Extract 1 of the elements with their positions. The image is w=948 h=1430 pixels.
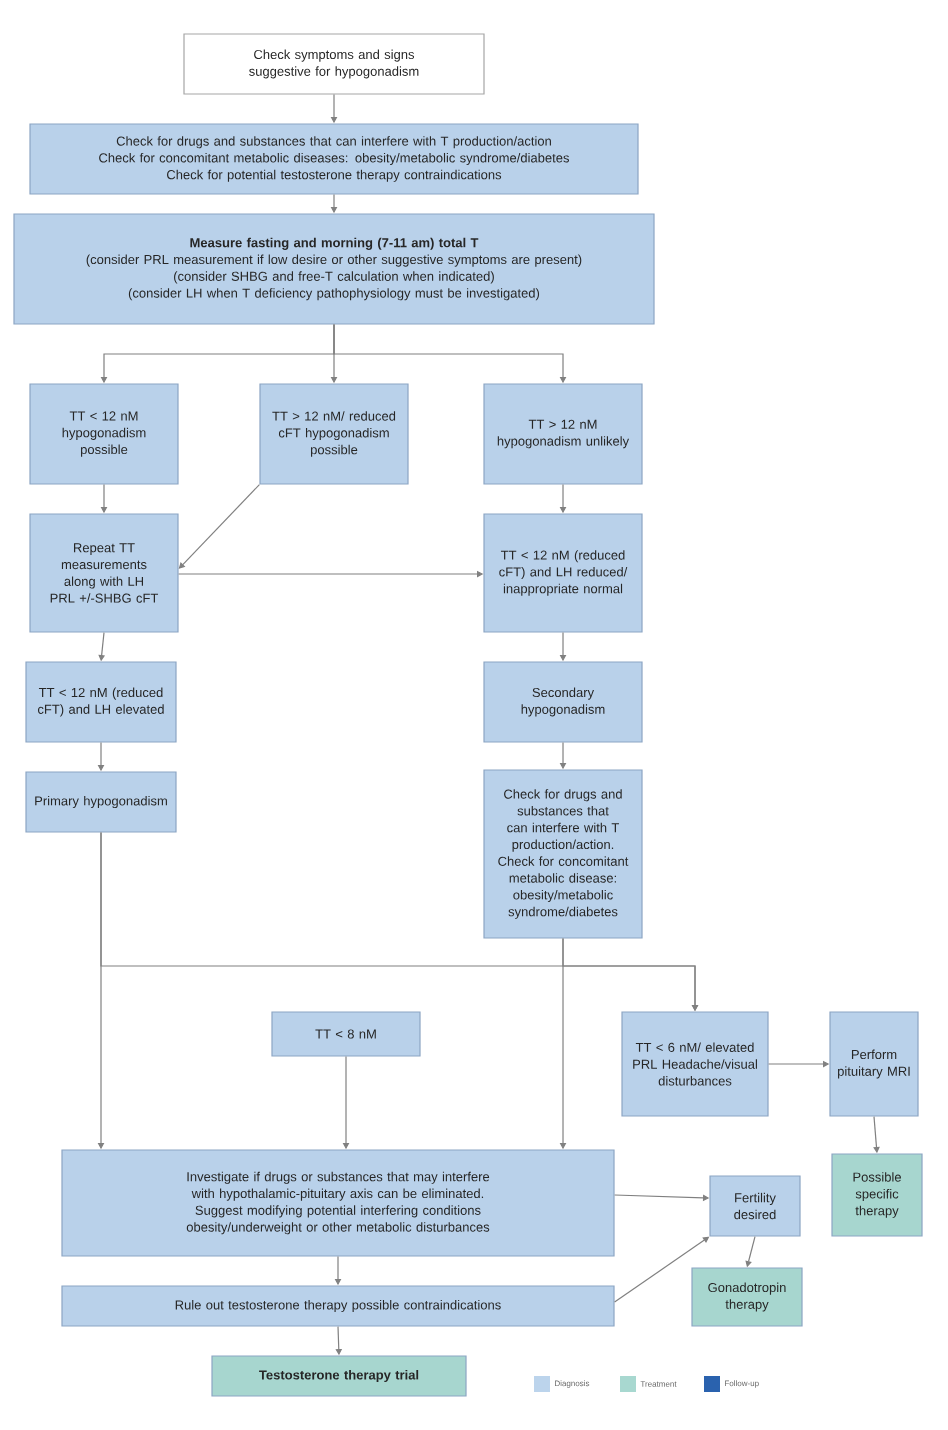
arrow (178, 484, 260, 569)
